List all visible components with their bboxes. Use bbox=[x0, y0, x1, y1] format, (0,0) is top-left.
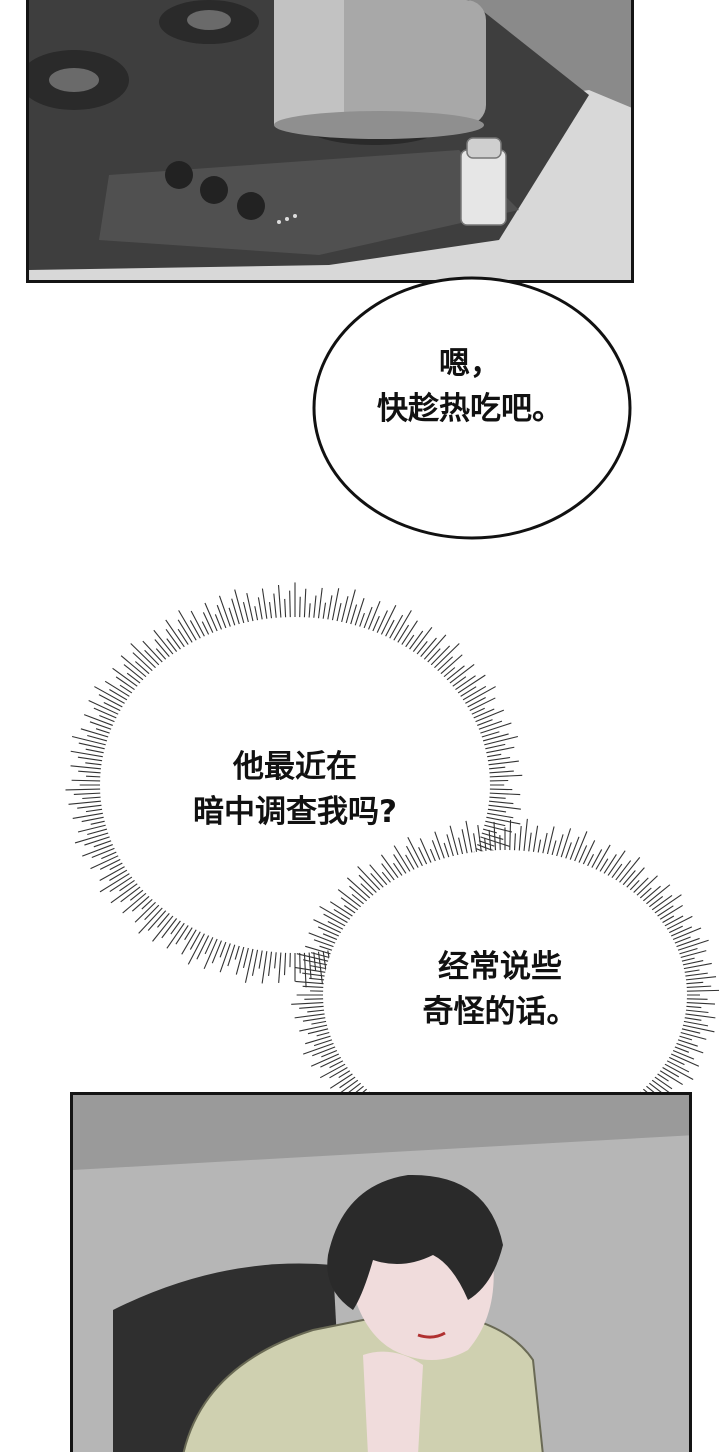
thought-bubble-2-text: 经常说些 奇怪的话。 bbox=[380, 945, 620, 1035]
character-panel bbox=[70, 1092, 692, 1452]
character-illustration bbox=[73, 1095, 692, 1452]
speech-bubble-text: 嗯， 快趁热吃吧。 bbox=[340, 342, 600, 432]
thought-bubble-1-text: 他最近在 暗中调查我吗? bbox=[150, 745, 440, 835]
